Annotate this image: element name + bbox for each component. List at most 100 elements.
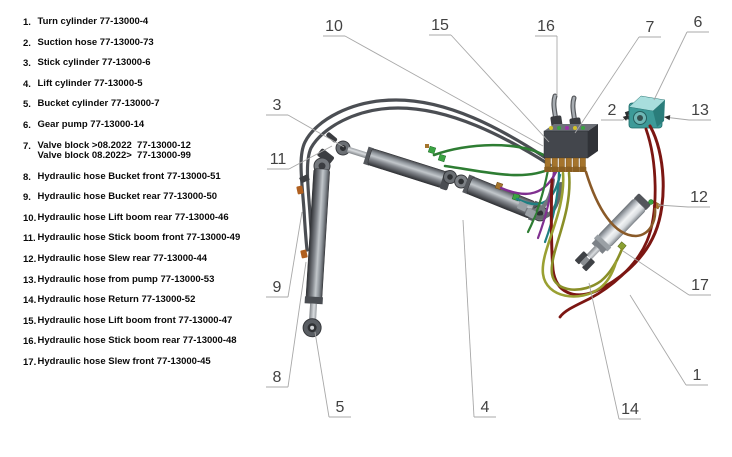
callout-7: 7: [574, 19, 661, 134]
item-label: Hydraulic hose Return 77-13000-52: [38, 290, 196, 305]
callout-2: 2: [601, 102, 630, 121]
callout-number-14: 14: [621, 401, 639, 418]
leader-line: [588, 282, 620, 420]
stick-cylinder: [326, 132, 453, 191]
item-label: Bucket cylinder 77-13000-7: [38, 94, 160, 109]
callout-1: 1: [629, 294, 708, 386]
callout-number-3: 3: [273, 97, 282, 114]
item-label: Hydraulic hose Lift boom rear 77-13000-4…: [38, 208, 229, 223]
parts-list-item-11: 11.Hydraulic hose Stick boom front 77-13…: [23, 228, 240, 249]
item-label-line1: Hydraulic hose Bucket rear 77-13000-50: [37, 191, 218, 203]
item-number: 7.: [23, 140, 31, 152]
leader-line: [344, 35, 544, 147]
item-label-line1: Hydraulic hose Stick boom rear 77-13000-…: [37, 335, 237, 347]
item-number: 3.: [23, 58, 31, 70]
parts-list-item-5: 5.Bucket cylinder 77-13000-7: [23, 94, 240, 115]
item-label-line1: Turn cylinder 77-13000-4: [37, 16, 149, 27]
leader-line: [622, 250, 690, 296]
leader-line: [314, 331, 330, 418]
item-number: 9.: [23, 192, 31, 204]
callout-number-9: 9: [273, 279, 282, 296]
parts-list-item-10: 10.Hydraulic hose Lift boom rear 77-1300…: [23, 208, 240, 229]
item-label: Hydraulic hose Lift boom front 77-13000-…: [38, 311, 233, 326]
item-label-line1: Bucket cylinder 77-13000-7: [37, 98, 160, 110]
callout-10: 10: [323, 18, 544, 147]
callout-14: 14: [588, 282, 641, 420]
leader-line: [657, 204, 689, 208]
callout-number-6: 6: [694, 14, 703, 31]
callout-9: 9: [266, 211, 303, 298]
parts-list-item-13: 13.Hydraulic hose from pump 77-13000-53: [23, 270, 240, 291]
leader-arrowhead: [622, 115, 629, 121]
item-label: Hydraulic hose Bucket front 77-13000-51: [38, 167, 221, 182]
item-label: Hydraulic hose Slew rear 77-13000-44: [38, 249, 208, 264]
callout-6: 6: [653, 14, 709, 101]
item-number: 8.: [23, 171, 31, 183]
item-number: 12.: [23, 253, 37, 265]
callout-17: 17: [622, 250, 711, 296]
item-number: 16.: [23, 336, 37, 348]
item-label-line1: Hydraulic hose Slew rear 77-13000-44: [37, 252, 208, 264]
item-number: 15.: [23, 315, 37, 327]
callout-8: 8: [266, 261, 307, 388]
leader-line: [287, 261, 307, 388]
item-number: 6.: [23, 119, 31, 131]
item-label: Gear pump 77-13000-14: [38, 115, 145, 130]
parts-list-item-2: 2.Suction hose 77-13000-73: [23, 33, 240, 54]
callout-number-4: 4: [481, 399, 490, 416]
callout-number-16: 16: [537, 18, 555, 35]
callout-11: 11: [267, 145, 333, 170]
callout-5: 5: [314, 331, 351, 418]
item-label: Lift cylinder 77-13000-5: [38, 74, 143, 89]
parts-list-item-4: 4. Lift cylinder 77-13000-5: [23, 74, 240, 95]
item-label-line1: Gear pump 77-13000-14: [37, 118, 145, 130]
item-number: 10.: [23, 212, 37, 224]
callout-number-7: 7: [646, 19, 655, 36]
turn-cylinder: [575, 193, 661, 272]
item-label-line1: Hydraulic hose Bucket front 77-13000-51: [37, 170, 221, 182]
bucket-cylinder: [296, 148, 334, 338]
leader-line: [653, 31, 688, 101]
item-label-line1: Hydraulic hose Lift boom rear 77-13000-4…: [37, 211, 229, 223]
lift-cylinder: [443, 170, 548, 222]
callout-number-15: 15: [431, 17, 449, 34]
parts-list-item-6: 6. Gear pump 77-13000-14: [23, 115, 240, 136]
item-label-line2: Valve block 08.2022> 77-13000-99: [37, 149, 191, 161]
item-number: 11.: [23, 233, 36, 245]
item-label: Suction hose 77-13000-73: [38, 33, 154, 48]
callout-4: 4: [462, 219, 496, 418]
callout-13: 13: [663, 102, 711, 121]
parts-list-item-3: 3. Stick cylinder 77-13000-6: [23, 53, 240, 74]
leader-line: [287, 114, 345, 148]
parts-list-item-8: 8. Hydraulic hose Bucket front 77-13000-5…: [23, 167, 240, 188]
parts-list-item-9: 9. Hydraulic hose Bucket rear 77-13000-50: [23, 187, 240, 208]
item-label: Stick cylinder 77-13000-6: [38, 53, 151, 68]
hose-ferrule: [525, 208, 536, 219]
item-label: Hydraulic hose Slew front 77-13000-45: [38, 352, 211, 367]
callout-number-11: 11: [270, 151, 287, 168]
callout-12: 12: [657, 189, 710, 208]
pump-and-slew-hoses: [541, 124, 665, 319]
callout-3: 3: [266, 97, 345, 148]
leader-line: [629, 294, 687, 386]
item-label: Hydraulic hose Stick boom rear 77-13000-…: [38, 331, 237, 346]
item-label: Hydraulic hose from pump 77-13000-53: [38, 270, 215, 285]
item-label: Hydraulic hose Bucket rear 77-13000-50: [38, 187, 218, 202]
parts-list-item-1: 1.Turn cylinder 77-13000-4: [23, 12, 240, 33]
item-label: Turn cylinder 77-13000-4: [38, 12, 149, 27]
callout-16: 16: [535, 18, 558, 96]
item-label-line1: Lift cylinder 77-13000-5: [37, 77, 143, 89]
valve-block: [543, 93, 598, 172]
callout-number-17: 17: [691, 277, 709, 294]
item-label: Hydraulic hose Stick boom front 77-13000…: [38, 228, 241, 243]
item-number: 17.: [23, 356, 37, 368]
leader-line: [288, 145, 333, 170]
callout-number-13: 13: [691, 102, 709, 119]
callout-number-10: 10: [325, 18, 343, 35]
item-number: 4.: [23, 78, 31, 90]
